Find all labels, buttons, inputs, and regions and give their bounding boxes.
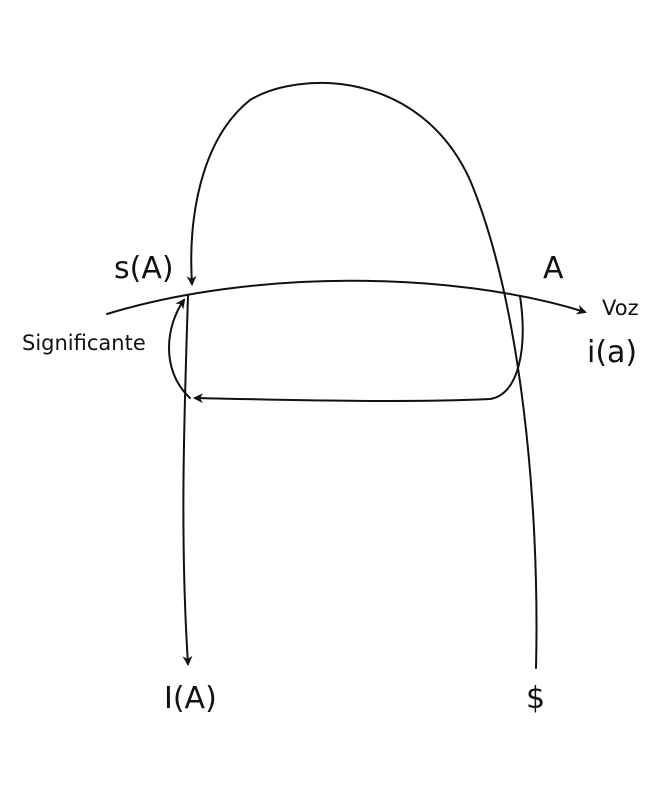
significante-curved-arrow xyxy=(168,298,191,399)
signifier-vector-to-voz xyxy=(106,279,587,315)
label-I-A: I(A) xyxy=(164,681,217,716)
vector-barred-S-to-s-A xyxy=(186,81,538,669)
label-significante: Significante xyxy=(22,331,146,355)
label-s-A: s(A) xyxy=(114,251,174,286)
label-A: A xyxy=(543,251,564,286)
vector-to-I-A xyxy=(182,295,193,666)
loop-A-to-left xyxy=(193,295,524,404)
label-i-a: i(a) xyxy=(587,335,637,370)
label-voz: Voz xyxy=(602,296,639,320)
label-barred-S: $ xyxy=(526,681,545,716)
